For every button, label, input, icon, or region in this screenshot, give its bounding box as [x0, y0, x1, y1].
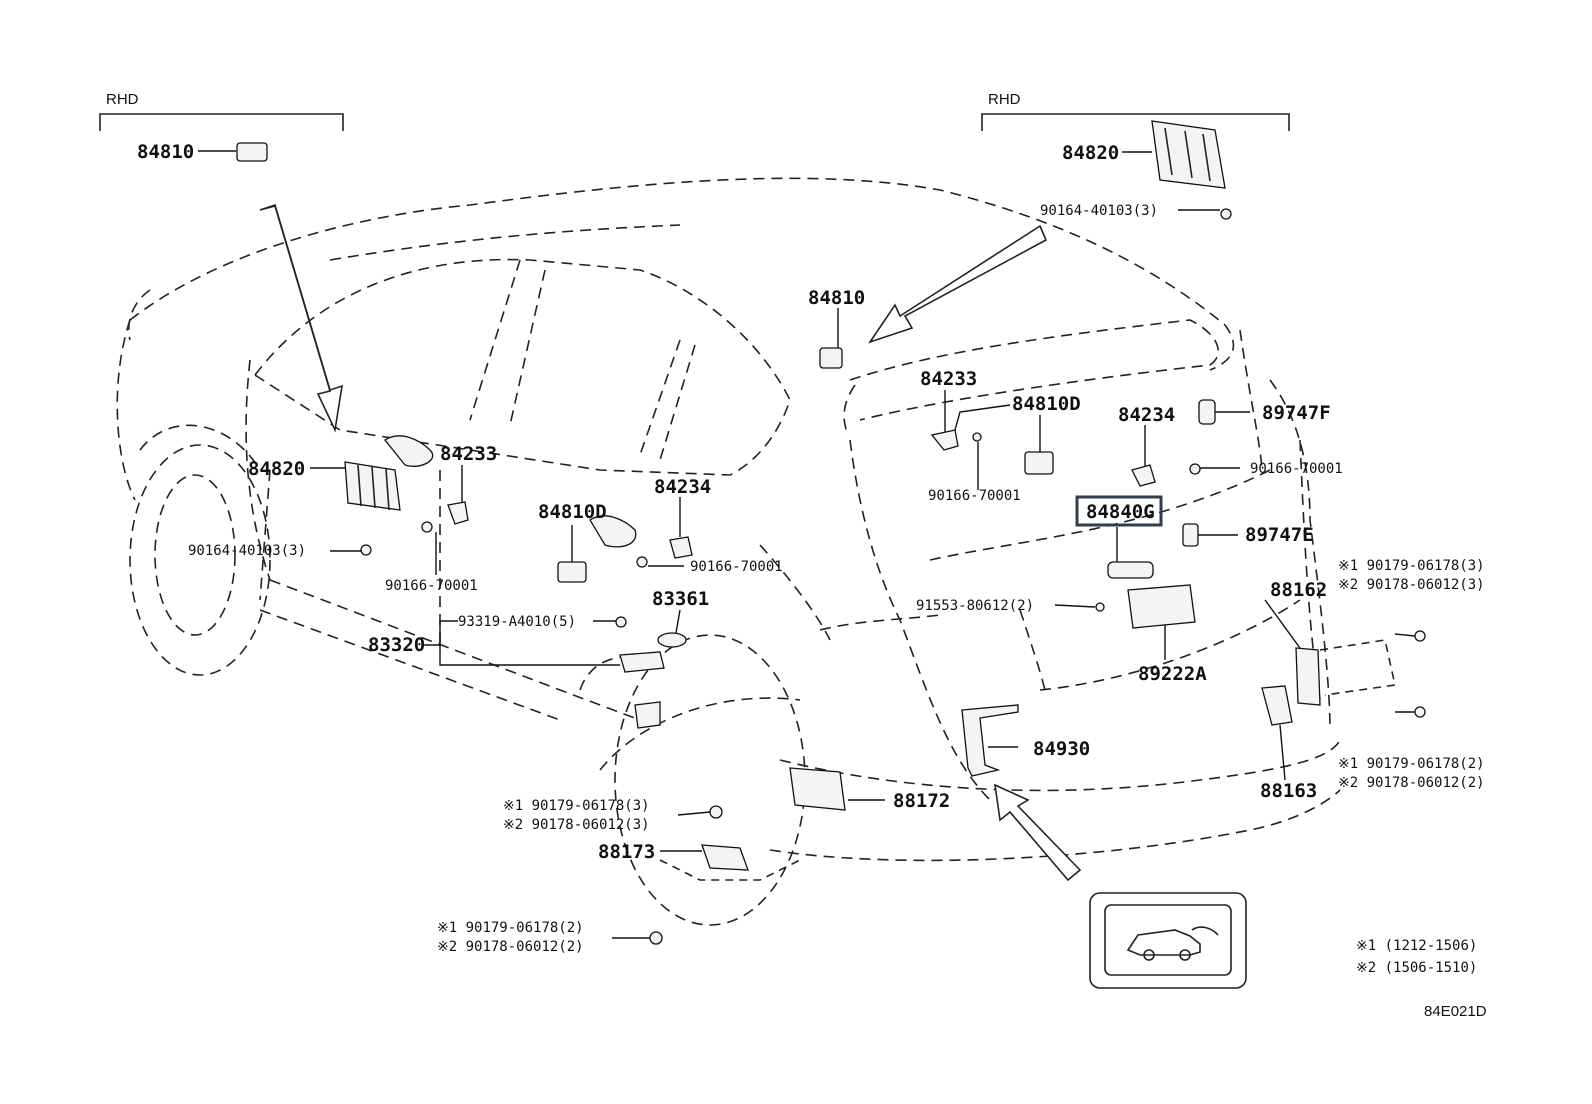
label-90164-left[interactable]: 90164-40103(3) [188, 543, 306, 559]
rhd-label-left: RHD [106, 91, 139, 108]
label-84810d-right[interactable]: 84810D [1012, 393, 1081, 415]
tailgate-switch-inset-button [1104, 904, 1232, 976]
label-84820-left[interactable]: 84820 [248, 458, 305, 480]
label-84840g[interactable]: 84840G [1086, 501, 1155, 523]
part-89747e-illustration [1182, 523, 1199, 547]
part-84810-top-illustration [236, 142, 268, 162]
label-84234-left[interactable]: 84234 [654, 476, 711, 498]
part-84810d-right-illustration [1024, 451, 1054, 475]
label-84234-right[interactable]: 84234 [1118, 404, 1175, 426]
tailgate-switch-inset-frame [1089, 892, 1247, 989]
part-83320-illustration [619, 651, 665, 673]
note-left-1[interactable]: ※1 90179-06178(3) [503, 798, 650, 814]
label-84233-right[interactable]: 84233 [920, 368, 977, 390]
label-84810d-left[interactable]: 84810D [538, 501, 607, 523]
arrow-rear-bumper [994, 783, 1082, 882]
label-89747e[interactable]: 89747E [1245, 524, 1314, 546]
rhd-bracket-right: RHD [981, 91, 1290, 131]
rhd-label-right: RHD [988, 91, 1021, 108]
parts [236, 120, 1426, 989]
note-right-3[interactable]: ※1 90179-06178(2) [1338, 756, 1485, 772]
part-84840g-illustration [1107, 561, 1154, 579]
part-84234-left-illustration [669, 536, 693, 559]
label-91553[interactable]: 91553-80612(2) [916, 598, 1034, 614]
label-84233-left[interactable]: 84233 [440, 443, 497, 465]
label-84930[interactable]: 84930 [1033, 738, 1090, 760]
part-84234-right-illustration [1131, 464, 1156, 487]
arrow-front-door [259, 203, 343, 433]
part-84233-right-illustration [930, 429, 959, 451]
label-83361[interactable]: 83361 [652, 588, 709, 610]
part-84810-mid-illustration [819, 347, 843, 369]
label-88162[interactable]: 88162 [1270, 579, 1327, 601]
note-left-2[interactable]: ※2 90178-06012(3) [503, 817, 650, 833]
part-84930-illustration [961, 704, 1019, 777]
note-bottom-1[interactable]: ※1 90179-06178(2) [437, 920, 584, 936]
label-83320[interactable]: 83320 [368, 634, 425, 656]
legend: ※1 (1212-1506) ※2 (1506-1510) [1356, 938, 1477, 976]
variant-notes: ※1 90179-06178(3) ※2 90178-06012(3) ※1 9… [437, 558, 1485, 955]
label-90166-right-a[interactable]: 90166-70001 [1250, 461, 1343, 477]
note-bottom-2[interactable]: ※2 90178-06012(2) [437, 939, 584, 955]
highlight-box-84840g [1075, 495, 1163, 527]
part-88172-illustration [789, 767, 846, 811]
part-84233-left-illustration [447, 501, 469, 525]
note-right-4[interactable]: ※2 90178-06012(2) [1338, 775, 1485, 791]
car-rear-icon [1126, 929, 1201, 961]
part-89222a-illustration [1127, 584, 1196, 629]
label-90166-left-a[interactable]: 90166-70001 [385, 578, 478, 594]
label-89222a[interactable]: 89222A [1138, 663, 1207, 685]
part-89747f-illustration [1198, 399, 1216, 425]
label-88172[interactable]: 88172 [893, 790, 950, 812]
label-93319[interactable]: 93319-A4010(5) [458, 614, 576, 630]
label-90166-right-b[interactable]: 90166-70001 [928, 488, 1021, 504]
diagram-reference-code: 84E021D [1424, 1003, 1487, 1020]
part-84810d-left-illustration [557, 561, 587, 583]
part-88162-illustration [1295, 647, 1321, 706]
part-83361-illustration [657, 632, 687, 648]
legend-line-2: ※2 (1506-1510) [1356, 960, 1477, 976]
pointer-arrows [259, 203, 1082, 882]
arrow-rear-window [868, 224, 1048, 344]
part-labels: 84810 84820 90164-40103(3) 84810 84233 8… [137, 141, 1343, 863]
label-89747f[interactable]: 89747F [1262, 402, 1331, 424]
note-right-1[interactable]: ※1 90179-06178(3) [1338, 558, 1485, 574]
legend-line-1: ※1 (1212-1506) [1356, 938, 1477, 954]
rhd-bracket-left: RHD [99, 91, 344, 131]
label-90164-top[interactable]: 90164-40103(3) [1040, 203, 1158, 219]
label-88173[interactable]: 88173 [598, 841, 655, 863]
note-right-2[interactable]: ※2 90178-06012(3) [1338, 577, 1485, 593]
label-88163[interactable]: 88163 [1260, 780, 1317, 802]
leader-lines [198, 150, 1416, 939]
label-84820-top[interactable]: 84820 [1062, 142, 1119, 164]
label-84810-top[interactable]: 84810 [137, 141, 194, 163]
part-88163-illustration [1261, 685, 1293, 726]
part-88173-illustration [701, 844, 749, 871]
label-90166-left-b[interactable]: 90166-70001 [690, 559, 783, 575]
label-84810-mid[interactable]: 84810 [808, 287, 865, 309]
